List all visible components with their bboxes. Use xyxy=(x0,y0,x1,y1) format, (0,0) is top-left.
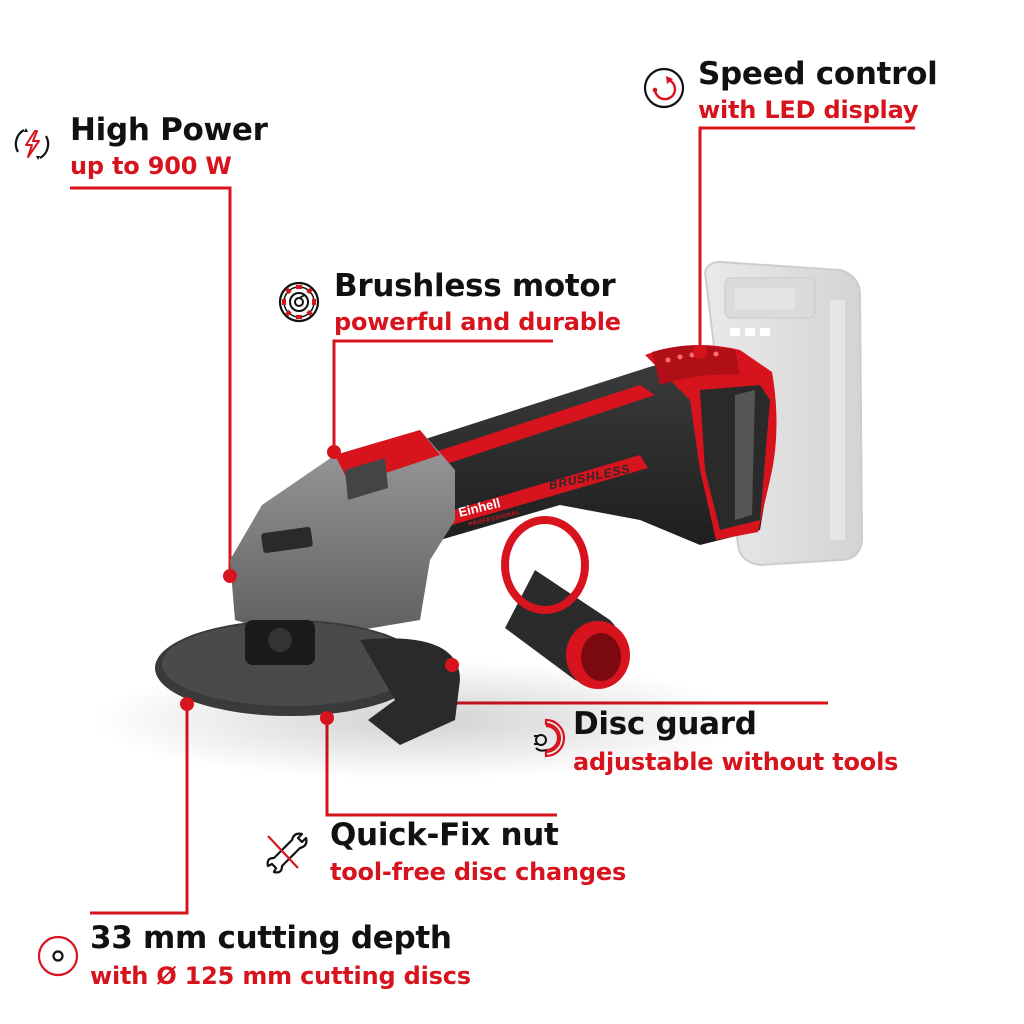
feature-subtitle: adjustable without tools xyxy=(573,748,899,776)
feature-title: Quick-Fix nut xyxy=(330,817,559,853)
cutting-disc xyxy=(155,620,460,745)
anchor-dot-quick-fix xyxy=(320,711,334,725)
feature-title: High Power xyxy=(70,112,268,148)
callout-line-high-power xyxy=(70,186,232,576)
anchor-dot-disc-guard xyxy=(445,658,459,672)
callout-line-cutting-depth xyxy=(90,704,189,915)
feature-subtitle: up to 900 W xyxy=(70,152,232,180)
lightning-cycle-icon xyxy=(14,128,50,160)
feature-title: 33 mm cutting depth xyxy=(90,920,452,956)
anchor-dot-speed-control xyxy=(693,345,707,359)
feature-title: Disc guard xyxy=(573,706,757,742)
feature-title: Speed control xyxy=(698,56,938,92)
feature-subtitle: with LED display xyxy=(698,96,919,124)
feature-subtitle: powerful and durable xyxy=(334,308,621,336)
disc-circle-icon xyxy=(37,935,79,977)
feature-title: Brushless motor xyxy=(334,268,616,304)
callout-line-speed-control xyxy=(698,126,915,352)
wrench-crossed-icon xyxy=(266,832,308,874)
anchor-dot-cutting-depth xyxy=(180,697,194,711)
motor-rotor-icon xyxy=(278,281,320,323)
motor-housing xyxy=(360,345,777,545)
side-handle xyxy=(501,516,630,689)
feature-subtitle: with Ø 125 mm cutting discs xyxy=(90,962,471,990)
rotation-arrow-icon xyxy=(643,67,685,109)
anchor-dot-brushless xyxy=(327,445,341,459)
callout-line-brushless xyxy=(332,339,553,452)
disc-guard-icon xyxy=(534,718,566,758)
feature-subtitle: tool-free disc changes xyxy=(330,858,627,886)
gear-head xyxy=(230,430,455,640)
anchor-dot-high-power xyxy=(223,569,237,583)
